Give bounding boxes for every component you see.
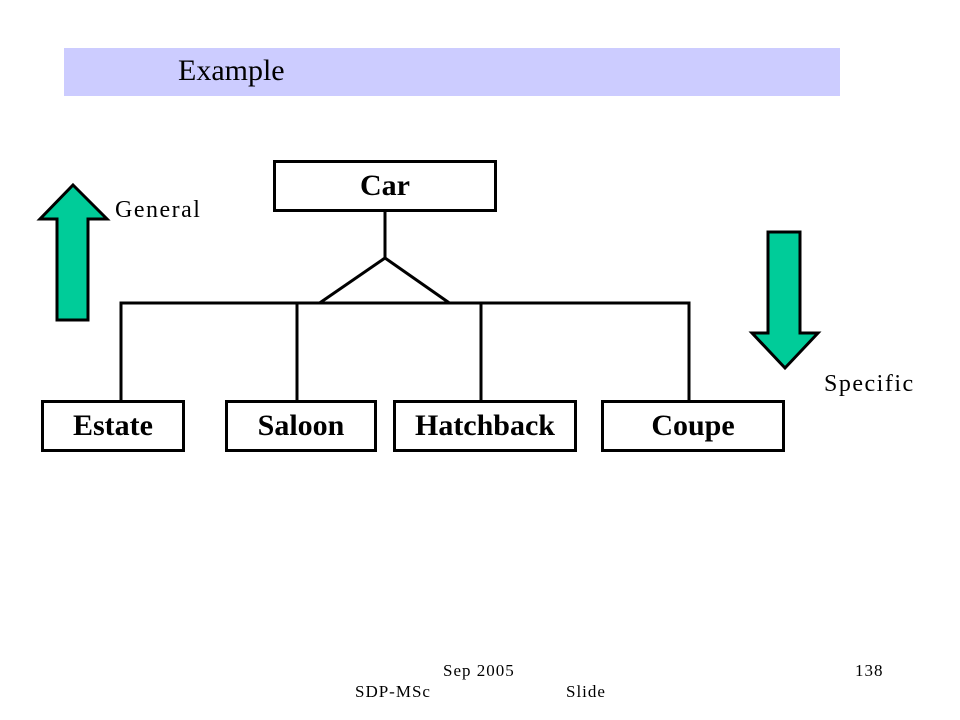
footer-page-number: 138	[855, 661, 884, 680]
inheritance-triangle-left	[318, 255, 388, 305]
specific-label: Specific	[824, 371, 915, 397]
down-arrow-icon	[748, 230, 822, 371]
child-class-box-hatchback: Hatchback	[393, 400, 577, 452]
footer-date: Sep 2005	[443, 661, 515, 680]
inheritance-triangle-right	[382, 255, 451, 305]
child-class-box-estate: Estate	[41, 400, 185, 452]
general-label: General	[115, 197, 202, 223]
footer-course: SDP-MSc	[355, 682, 431, 701]
child-class-label: Coupe	[651, 409, 735, 442]
parent-class-box-car: Car	[273, 160, 497, 212]
child-class-box-coupe: Coupe	[601, 400, 785, 452]
footer-slide-label: Slide	[566, 682, 606, 701]
child-class-label: Hatchback	[414, 409, 555, 442]
parent-class-label: Car	[360, 169, 410, 202]
title-bar	[64, 48, 840, 96]
child-class-label: Estate	[73, 409, 153, 442]
child-class-box-saloon: Saloon	[225, 400, 377, 452]
child-class-label: Saloon	[257, 409, 345, 442]
up-arrow-icon	[36, 182, 111, 322]
slide-title: Example	[178, 54, 285, 87]
